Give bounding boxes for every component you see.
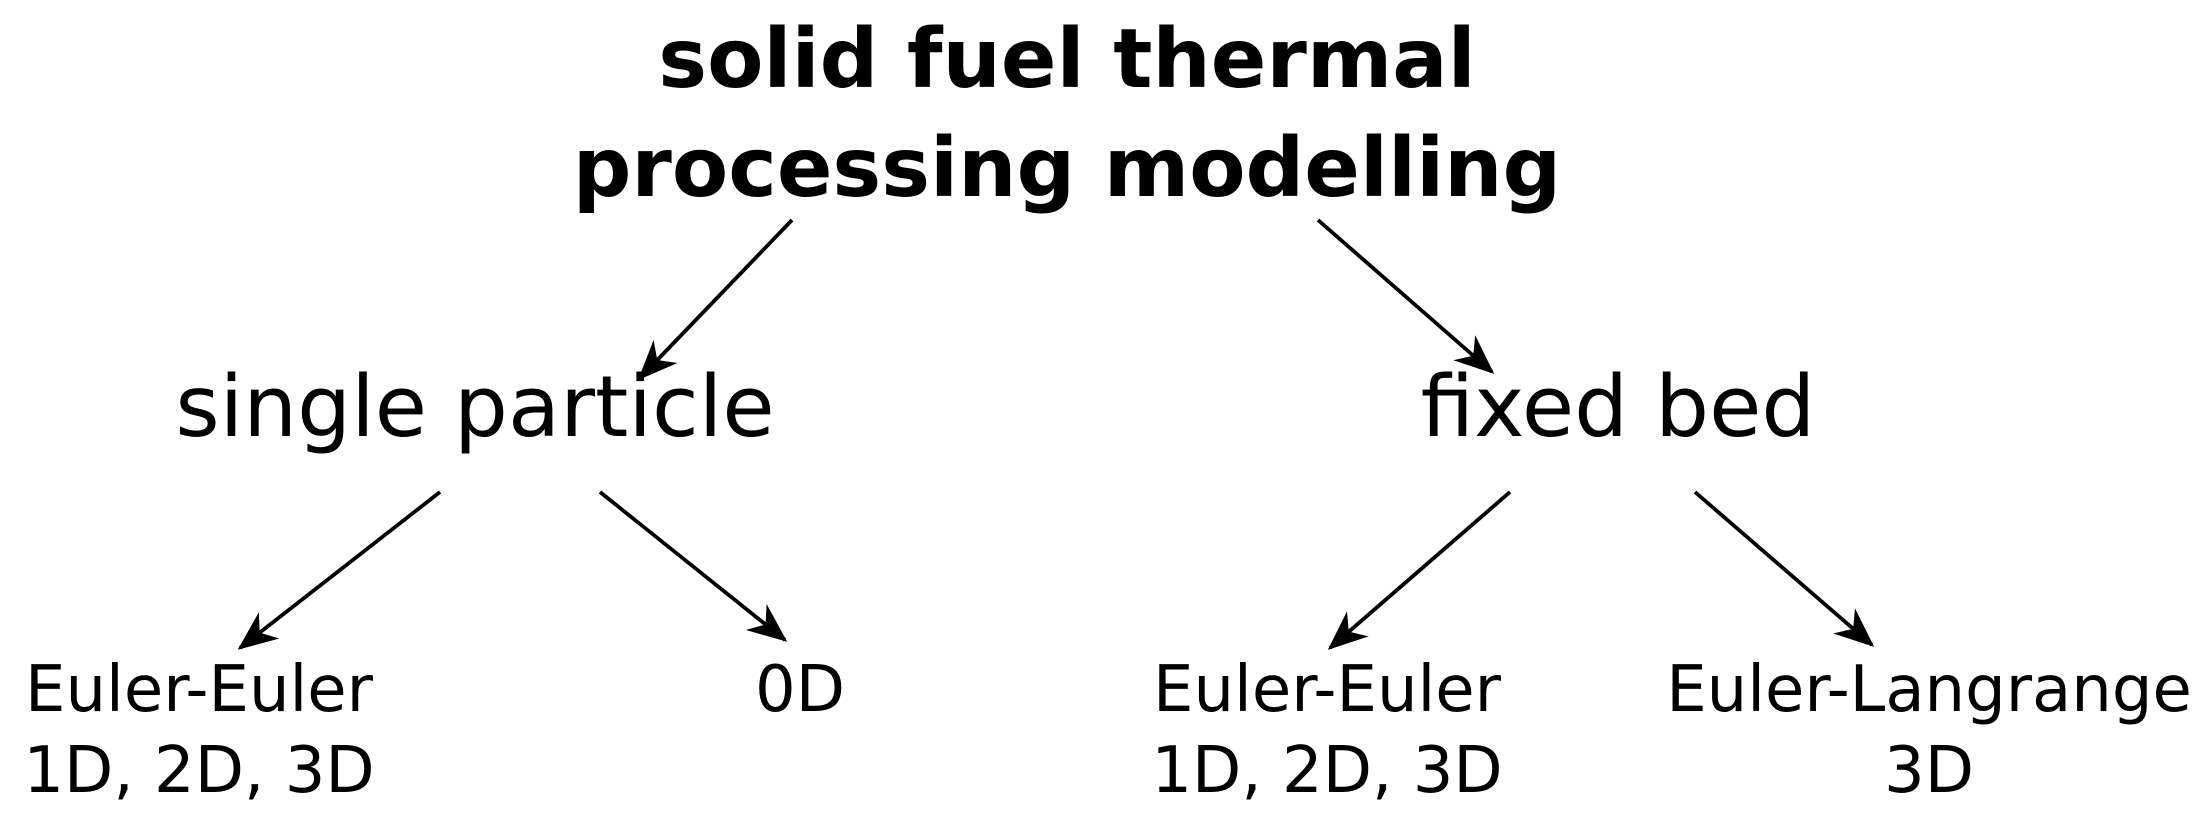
arrow-fixed-bed-to-euler-euler: [1327, 490, 1512, 650]
branch-fixed-bed: fixed bed: [1420, 358, 1816, 457]
branch-single-particle: single particle: [175, 358, 775, 457]
leaf-0d: 0D: [755, 653, 845, 727]
arrow-root-to-fixed-bed: [1316, 218, 1495, 374]
arrow-single-particle-to-euler-euler: [237, 490, 442, 650]
leaf-euler-euler-single-particle: Euler-Euler 1D, 2D, 3D: [23, 653, 375, 808]
leaf-euler-euler-fixed-bed: Euler-Euler 1D, 2D, 3D: [1151, 653, 1503, 808]
arrow-single-particle-to-0d: [598, 490, 788, 642]
leaf-euler-langrange: Euler-Langrange 3D: [1666, 653, 2192, 808]
arrow-fixed-bed-to-euler-langrange: [1693, 490, 1875, 647]
root-node-title: solid fuel thermal processing modelling: [572, 12, 1562, 216]
arrow-root-to-single-particle: [637, 218, 794, 381]
